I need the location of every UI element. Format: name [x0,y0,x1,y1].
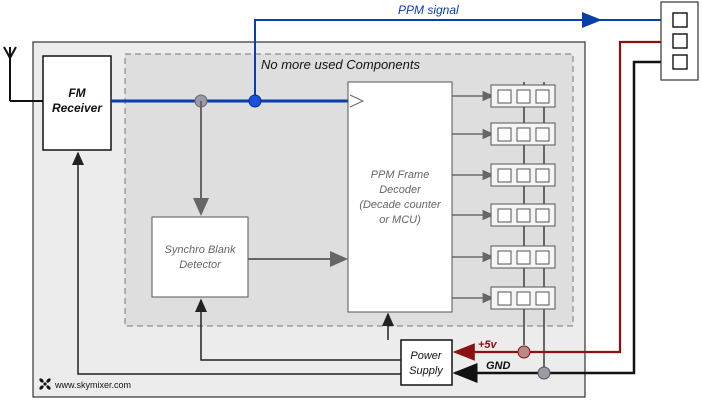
power-to-detector-line [195,298,401,361]
plus5v-node [517,345,531,359]
fm-receiver-label-line1: FM [68,86,86,100]
power-to-receiver-line [72,151,401,375]
synchro-blank-detector-box [151,216,249,298]
ppm-signal-label: PPM signal [398,3,459,17]
fm-receiver-label-line2: Receiver [52,101,103,115]
power-supply-label-line1: Power [410,350,443,362]
no-more-used-label: No more used Components [261,57,420,72]
decoder-label-line1: PPM Frame [371,169,430,181]
skymixer-logo-icon [39,378,51,390]
power-supply-label-line2: Supply [409,365,444,377]
power-supply-box [400,339,453,386]
gnd-label: GND [486,360,511,372]
ppm-junction-dot [248,94,262,108]
decoder-label-line2: Decoder [379,184,422,196]
servo-connector-bank [452,82,556,370]
synchro-label-line2: Detector [179,259,222,271]
ppm-signal-output-line [254,12,602,101]
synchro-label-line1: Synchro Blank [165,244,236,256]
gnd-node [537,366,551,380]
antenna-icon [3,46,43,102]
fm-receiver-box [42,55,112,151]
ppm-frame-decoder-box [347,81,453,313]
plus5v-line [452,40,668,361]
website-label: www.skymixer.com [54,380,131,390]
plus5v-label: +5v [478,339,498,351]
decoder-label-line4: or MCU) [379,214,421,226]
decoder-label-line3: (Decade counter [359,199,442,211]
